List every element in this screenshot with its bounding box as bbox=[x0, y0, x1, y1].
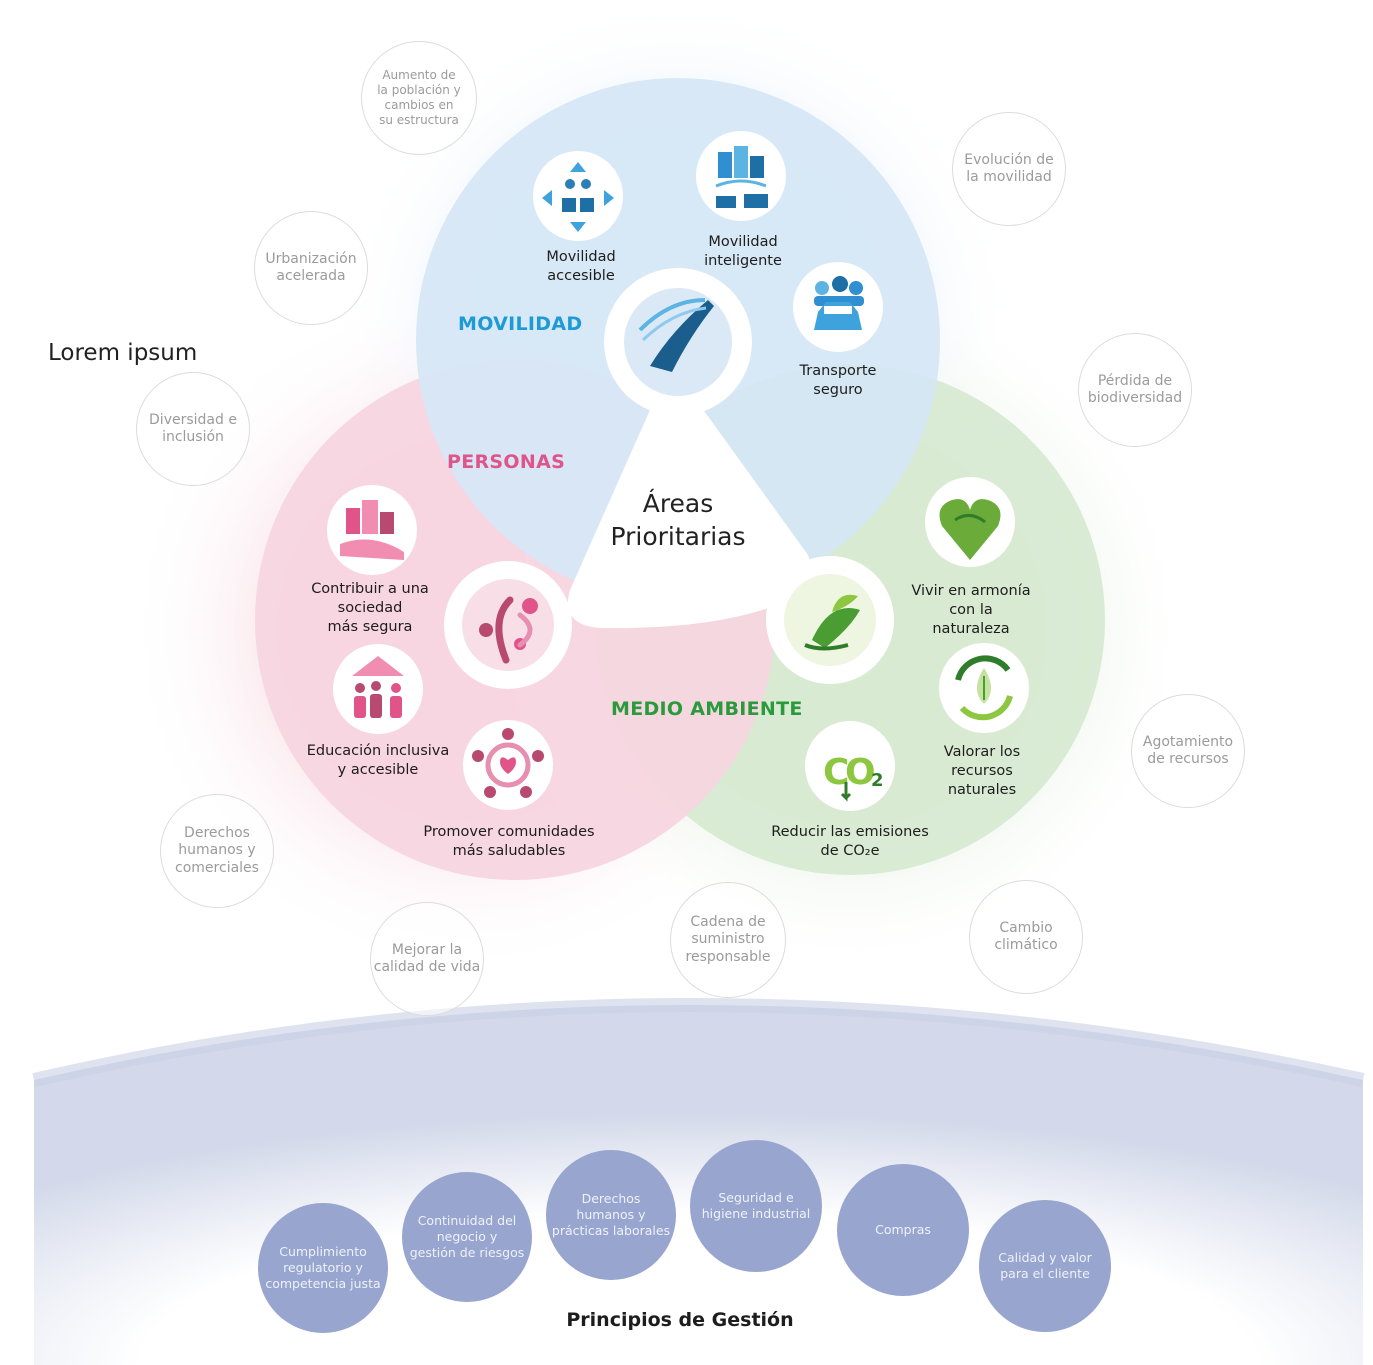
area-title-medio-ambiente: MEDIO AMBIENTE bbox=[611, 698, 803, 720]
item-label-sociedad-segura: Contribuir a una sociedad más segura bbox=[311, 581, 429, 635]
principle-calidad-valor: Calidad y valor para el cliente bbox=[979, 1200, 1111, 1332]
item-label-comunidades-saludables: Promover comunidades más saludables bbox=[423, 824, 595, 859]
item-label-emisiones-co2: Reducir las emisiones de CO₂e bbox=[771, 824, 929, 859]
center-triangle bbox=[568, 394, 811, 629]
item-label-transporte-seguro: Transporte seguro bbox=[799, 363, 877, 398]
icon-transporte-seguro bbox=[793, 262, 883, 352]
icon-armonia-naturaleza bbox=[925, 477, 1015, 567]
item-label-armonia-naturaleza: Vivir en armonía con la naturaleza bbox=[911, 583, 1031, 637]
principle-compras: Compras bbox=[837, 1164, 969, 1296]
item-label-educacion-inclusiva: Educación inclusiva y accesible bbox=[306, 743, 450, 778]
icon-movilidad-accesible bbox=[533, 151, 623, 241]
hub-personas bbox=[444, 561, 572, 689]
issue-bubble-poblacion: Aumento de la población y cambios en su … bbox=[361, 41, 477, 155]
side-label: Lorem ipsum bbox=[48, 340, 198, 366]
issue-bubble-urbanizacion: Urbanización acelerada bbox=[254, 211, 368, 325]
icon-sociedad-segura bbox=[327, 485, 417, 575]
principle-continuidad: Continuidad del negocio y gestión de rie… bbox=[402, 1172, 532, 1302]
issue-bubble-cambio-climatico: Cambio climático bbox=[969, 880, 1083, 994]
issue-bubble-derechos: Derechos humanos y comerciales bbox=[160, 794, 274, 908]
area-title-personas: PERSONAS bbox=[447, 451, 566, 473]
svg-text:O: O bbox=[845, 752, 876, 793]
principle-cumplimiento: Cumplimiento regulatorio y competencia j… bbox=[258, 1203, 388, 1333]
issue-bubble-diversidad: Diversidad e inclusión bbox=[136, 372, 250, 486]
item-label-movilidad-inteligente: Movilidad inteligente bbox=[704, 234, 782, 269]
hub-medio-ambiente bbox=[766, 556, 894, 684]
issue-bubble-cadena-suministro: Cadena de suministro responsable bbox=[670, 882, 786, 998]
area-title-movilidad: MOVILIDAD bbox=[458, 313, 583, 335]
issue-bubble-calidad-vida: Mejorar la calidad de vida bbox=[370, 902, 484, 1016]
issue-bubble-agotamiento: Agotamiento de recursos bbox=[1131, 694, 1245, 808]
principles-title: Principios de Gestión bbox=[566, 1309, 794, 1331]
dome-edge bbox=[32, 998, 1365, 1087]
item-label-movilidad-accesible: Movilidad accesible bbox=[546, 249, 616, 284]
issue-bubble-movilidad: Evolución de la movilidad bbox=[952, 112, 1066, 226]
principle-seguridad-higiene: Seguridad e higiene industrial bbox=[690, 1140, 822, 1272]
issue-bubble-biodiversidad: Pérdida de biodiversidad bbox=[1078, 333, 1192, 447]
icon-comunidades-saludables bbox=[463, 720, 553, 810]
icon-educacion-inclusiva bbox=[333, 644, 423, 734]
icon-emisiones-co2: C O 2 bbox=[805, 721, 895, 811]
principle-derechos-humanos: Derechos humanos y prácticas laborales bbox=[546, 1150, 676, 1280]
center-label: Áreas Prioritarias bbox=[610, 489, 746, 551]
icon-movilidad-inteligente bbox=[696, 131, 786, 221]
item-label-recursos-naturales: Valorar los recursos naturales bbox=[943, 744, 1021, 798]
icon-recursos-naturales bbox=[939, 643, 1029, 733]
svg-text:2: 2 bbox=[871, 770, 884, 791]
hub-movilidad bbox=[604, 268, 752, 416]
